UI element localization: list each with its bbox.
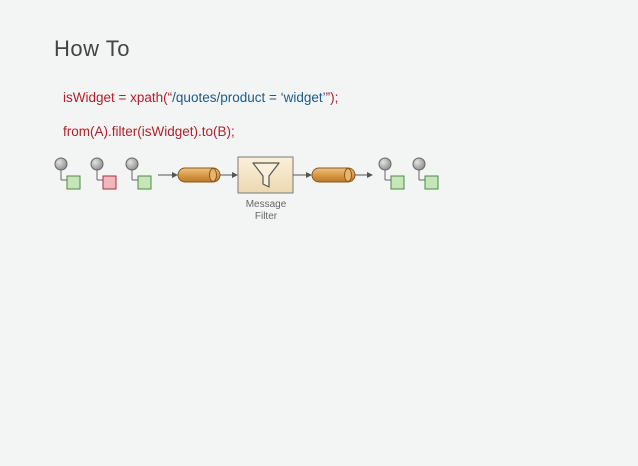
- arrow-icon: [293, 172, 312, 178]
- arrow-icon: [355, 172, 373, 178]
- message-channel-icon: [177, 167, 221, 183]
- code-line-route: from(A).filter(isWidget).to(B);: [63, 124, 235, 139]
- code-segment-xpath-expression: /quotes/product = ‘widget’: [172, 90, 326, 105]
- filter-label: Message Filter: [226, 199, 306, 223]
- message-icon-green: [378, 157, 405, 190]
- message-icon-red: [90, 157, 117, 190]
- code-line-xpath: isWidget = xpath(“/quotes/product = ‘wid…: [63, 90, 338, 105]
- message-filter-icon: [237, 156, 294, 194]
- arrow-icon: [158, 172, 178, 178]
- page-title: How To: [54, 36, 130, 61]
- filter-label-line: Message: [245, 199, 287, 210]
- arrow-icon: [220, 172, 238, 178]
- message-icon-green: [54, 157, 81, 190]
- message-icon-green: [412, 157, 439, 190]
- message-channel-icon: [311, 167, 356, 183]
- code-segment: isWidget = xpath(“: [63, 90, 173, 105]
- filter-label-line: Filter: [254, 211, 278, 222]
- code-segment: ”);: [325, 90, 339, 105]
- message-icon-green: [125, 157, 152, 190]
